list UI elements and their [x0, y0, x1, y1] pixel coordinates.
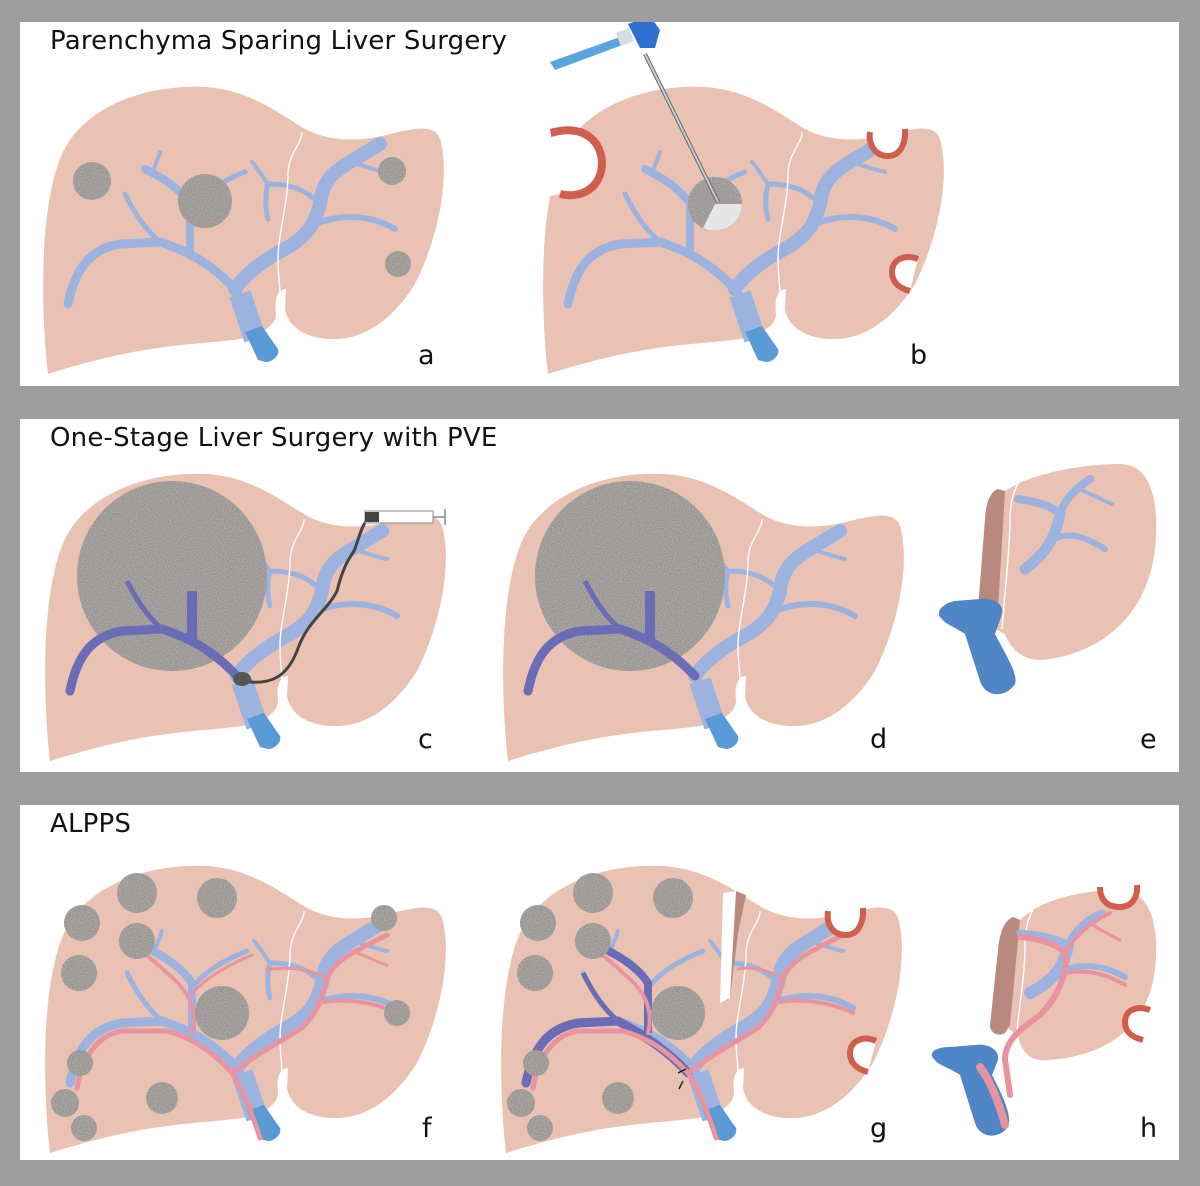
tumor — [507, 1089, 535, 1117]
subfigure-label-b: b — [910, 340, 928, 371]
tumor — [197, 878, 237, 918]
embolization-balloon — [233, 672, 251, 686]
panel-title: One-Stage Liver Surgery with PVE — [50, 423, 498, 453]
liver-figure-f — [45, 865, 446, 1153]
tumor — [573, 873, 613, 913]
tumor — [61, 955, 97, 991]
liver-figure-b — [535, 53, 944, 374]
liver-figure-h — [931, 884, 1157, 1136]
tumor — [602, 1082, 634, 1114]
tumor — [371, 905, 397, 931]
tumor — [64, 905, 100, 941]
panel-title: Parenchyma Sparing Liver Surgery — [50, 26, 508, 56]
liver-figure-a — [43, 86, 444, 374]
tumor — [575, 923, 611, 959]
tumor — [71, 1115, 97, 1141]
hepatic-vein-stump — [938, 598, 1016, 695]
tumor — [517, 955, 553, 991]
tumor — [178, 174, 232, 228]
tumor — [523, 1050, 549, 1076]
panel-alpps: ALPPS — [20, 805, 1179, 1160]
subfigure-label-c: c — [418, 724, 433, 755]
tumor — [67, 1050, 93, 1076]
panel-one-stage-pve: One-Stage Liver Surgery with PVE — [20, 419, 1179, 772]
tumor — [385, 251, 411, 277]
subfigure-label-d: d — [870, 724, 888, 755]
panel-2-illustration — [45, 464, 1157, 761]
liver-figure-g — [501, 865, 902, 1153]
tumor — [651, 986, 705, 1040]
panel-title: ALPPS — [50, 809, 132, 839]
subfigure-label-a: a — [418, 340, 435, 371]
tumor — [146, 1082, 178, 1114]
tumor — [520, 905, 556, 941]
subfigure-label-h: h — [1140, 1113, 1158, 1144]
subfigure-label-g: g — [870, 1113, 888, 1144]
hepatic-vein-stump — [931, 1044, 1010, 1136]
tumor — [195, 986, 249, 1040]
tumor — [653, 878, 693, 918]
tumor — [117, 873, 157, 913]
subfigure-label-f: f — [422, 1113, 432, 1144]
tumor — [51, 1089, 79, 1117]
panel-3-illustration — [45, 865, 1157, 1153]
tumor — [119, 923, 155, 959]
tumor — [378, 157, 406, 185]
liver-figure-d — [503, 473, 904, 761]
panel-parenchyma-sparing: Parenchyma Sparing Liver Surgery — [20, 22, 1179, 386]
subfigure-label-e: e — [1140, 724, 1157, 755]
large-tumor — [77, 481, 267, 671]
ablation-device-icon — [550, 22, 660, 70]
syringe-icon — [364, 509, 446, 525]
tumor — [384, 1000, 410, 1026]
panel-1-illustration — [43, 22, 944, 374]
liver-figure-c — [45, 473, 446, 761]
tumor — [527, 1115, 553, 1141]
liver-figure-e — [938, 464, 1157, 695]
tumor — [73, 162, 111, 200]
large-tumor — [535, 481, 725, 671]
